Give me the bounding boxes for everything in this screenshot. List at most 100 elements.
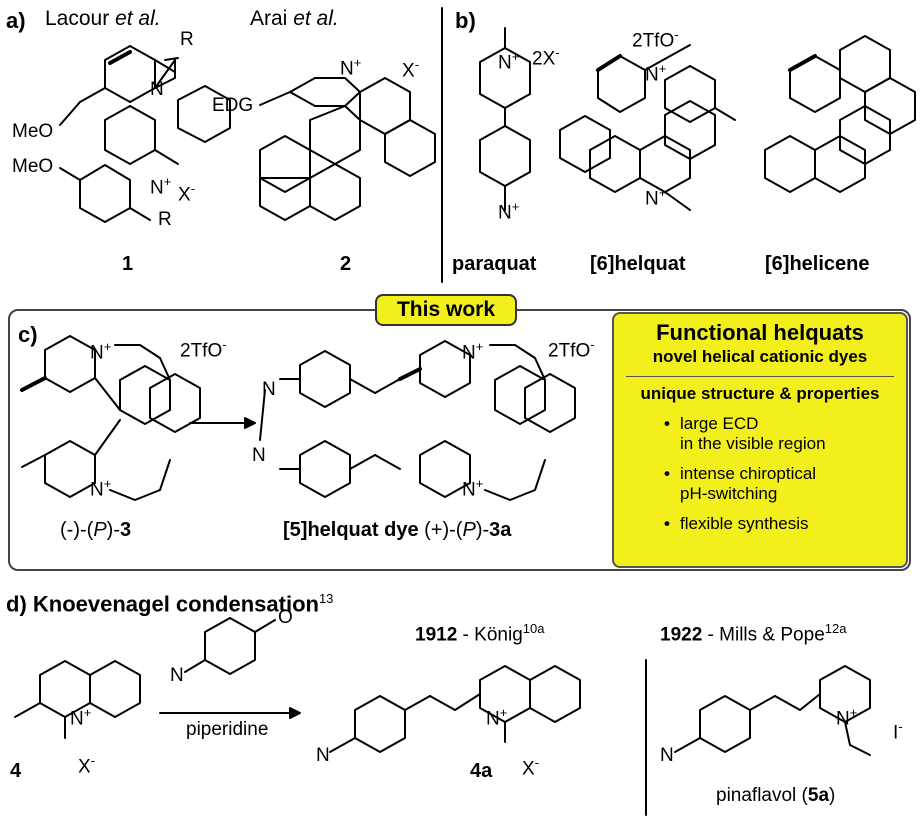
dye-name: [5]helquat dye <box>283 519 419 541</box>
pinaflavol-label: pinaflavol (5a) <box>716 786 835 805</box>
this-work-badge: This work <box>375 294 517 326</box>
structure-compound-2 <box>259 77 436 221</box>
c1-r-bottom: R <box>158 209 172 230</box>
c3-suffix: )- <box>106 519 120 541</box>
pq-counter-text: 2X <box>532 48 556 70</box>
c3-counter-text: 2TfO <box>180 340 223 362</box>
compound-2-label: 2 <box>340 253 352 275</box>
property-line: large ECD <box>680 414 759 433</box>
c1-meo-2: MeO <box>12 156 54 177</box>
structure-pinaflavol <box>674 665 871 756</box>
c5a-i-text: I <box>893 722 899 744</box>
c4a-x: X- <box>522 755 540 780</box>
property-line: intense chiroptical <box>680 464 817 483</box>
dye-n5-text: N <box>462 342 476 364</box>
c5a-n-amine: N <box>660 745 674 766</box>
panel-b-label: b) <box>455 8 476 33</box>
bullet-icon: • <box>664 514 670 533</box>
structure-compound-4 <box>14 660 141 739</box>
hq-n1-text: N <box>645 64 659 86</box>
dye-n6-text: N <box>462 479 476 501</box>
property-line: pH-switching <box>680 484 778 503</box>
year-1922: 1922 <box>660 624 703 646</box>
pinaflavol-close: ) <box>829 785 836 806</box>
ref-lacour: Lacour et al. <box>45 8 161 29</box>
compound-1-label: 1 <box>122 253 134 275</box>
name-helicene6: [6]helicene <box>765 253 870 275</box>
c5a-n-plus: N+ <box>836 705 858 730</box>
dye-3a-label: [5]helquat dye (+)-(P)-3a <box>283 520 511 540</box>
c2-x-text: X <box>402 60 415 82</box>
c5a-n-text: N <box>836 708 850 730</box>
bullet-icon: • <box>664 414 670 433</box>
structure-compound-3 <box>20 335 201 501</box>
property-line: in the visible region <box>680 434 826 453</box>
helquat6-n2: N+ <box>645 185 667 210</box>
reaction-arrow-c <box>189 417 256 429</box>
c4a-n-amine: N <box>316 745 330 766</box>
c1-x-text: X <box>178 184 191 206</box>
functional-helquats-box: Functional helquats novel helical cation… <box>612 312 908 568</box>
c2-n-plus: N+ <box>340 55 362 80</box>
c4-x: X- <box>78 753 96 778</box>
c1-n-top: N <box>150 79 164 100</box>
koenig-ref: 1912 - König10a <box>415 622 544 644</box>
dye-n-a: N <box>262 379 276 400</box>
dye-suffix: )- <box>475 519 490 541</box>
c2-x: X- <box>402 57 420 82</box>
c1-n-plus-text: N <box>150 177 164 199</box>
dye-n-plus-1: N+ <box>462 339 484 364</box>
compound-4-label: 4 <box>10 760 22 782</box>
helquat6-counterion: 2TfO- <box>632 27 679 52</box>
name-helquat6: [6]helquat <box>590 253 686 275</box>
aldehyde-o: O <box>278 607 293 628</box>
c3-prefix: (-)-( <box>60 519 94 541</box>
reaction-arrow-d <box>159 707 301 719</box>
structure-compound-4a <box>329 665 581 753</box>
reagent-piperidine: piperidine <box>186 719 269 740</box>
panel-d-ref: 13 <box>318 591 334 606</box>
hq-counter-text: 2TfO <box>632 30 675 52</box>
ref-arai-etal: et al. <box>293 7 339 30</box>
c4-n-plus: N+ <box>70 705 92 730</box>
paraquat-counterion: 2X- <box>532 45 560 70</box>
box-title: Functional helquats <box>656 320 864 345</box>
c5a-iodide: I- <box>893 719 903 744</box>
dye-counter-text: 2TfO <box>548 340 591 362</box>
c4a-n-text: N <box>486 708 500 730</box>
dye-counterion: 2TfO- <box>548 337 595 362</box>
aldehyde-n: N <box>170 665 184 686</box>
c3-n1-text: N <box>90 342 104 364</box>
c3-n1: N+ <box>90 339 112 364</box>
ref-lacour-etal: et al. <box>115 7 161 30</box>
c2-edg: EDG <box>212 95 254 116</box>
author-mills-pope: - Mills & Pope <box>702 624 825 646</box>
dye-n-b: N <box>252 445 266 466</box>
property-item: • flexible synthesis <box>664 514 826 534</box>
c3-counterion: 2TfO- <box>180 337 227 362</box>
c4a-n-plus: N+ <box>486 705 508 730</box>
year-1912: 1912 <box>415 624 458 646</box>
c3-p: P <box>93 519 107 541</box>
panel-d-title: Knoevenagel condensation <box>32 591 319 617</box>
c1-n-plus: N+ <box>150 174 172 199</box>
dye-num: 3a <box>489 519 512 541</box>
mills-pope-ref: 1922 - Mills & Pope12a <box>660 622 846 644</box>
c3-n2-text: N <box>90 479 104 501</box>
ref-lacour-name: Lacour <box>45 7 110 30</box>
pq-n-bottom-text: N <box>498 202 512 224</box>
compound-3-label: (-)-(P)-3 <box>60 520 131 540</box>
property-line: flexible synthesis <box>680 514 809 533</box>
pinaflavol-name: pinaflavol ( <box>716 785 808 806</box>
c1-r-top: R <box>180 29 194 50</box>
structure-paraquat <box>479 27 531 211</box>
ref-arai: Arai et al. <box>250 8 339 29</box>
c1-x: X- <box>178 181 196 206</box>
c3-n2: N+ <box>90 476 112 501</box>
structure-helquat6 <box>559 44 736 211</box>
ref-12a: 12a <box>824 621 847 636</box>
